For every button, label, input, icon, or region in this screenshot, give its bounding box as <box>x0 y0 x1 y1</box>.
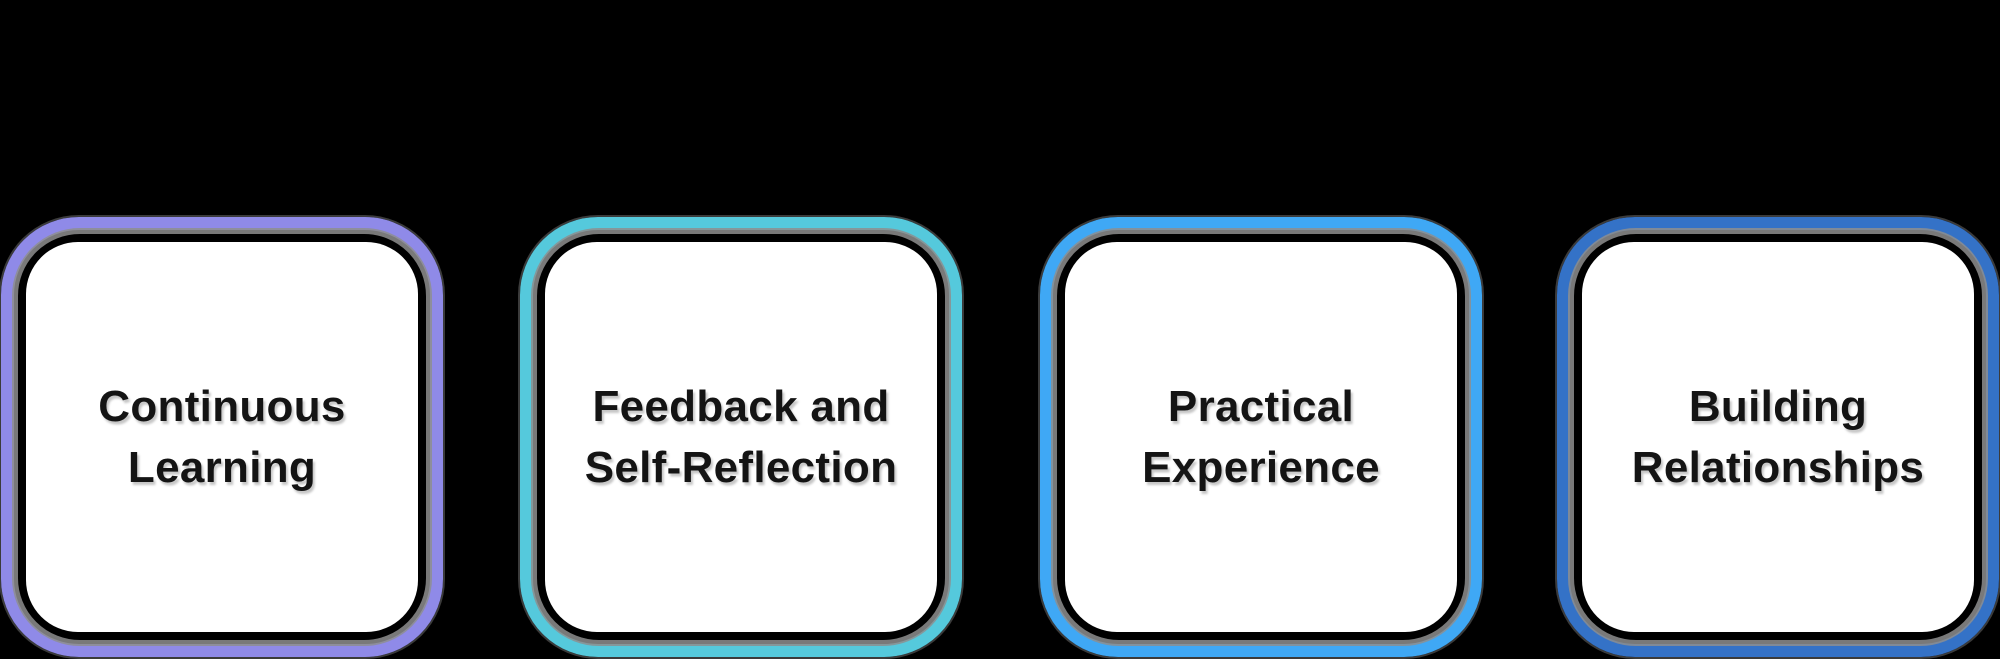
card-feedback-and-self-reflection: Feedback and Self-Reflection <box>520 217 962 657</box>
card-label-line: Feedback and <box>592 382 890 431</box>
card-building-relationships: Building Relationships <box>1557 217 1999 657</box>
card-continuous-learning-body: Continuous Learning <box>26 242 418 632</box>
card-label-line: Learning <box>127 443 317 492</box>
card-label-line: Experience <box>1142 443 1380 492</box>
card-building-relationships-body: Building Relationships <box>1582 242 1974 632</box>
card-practical-experience-body: Practical Experience <box>1065 242 1457 632</box>
card-label-line: Continuous <box>98 382 346 431</box>
card-feedback-and-self-reflection-body: Feedback and Self-Reflection <box>545 242 937 632</box>
card-label-line: Building <box>1688 382 1868 431</box>
card-label: Building Relationships <box>1632 376 1924 498</box>
card-label-line: Practical <box>1167 382 1355 431</box>
card-label: Continuous Learning <box>98 376 345 498</box>
card-label-line: Self-Reflection <box>584 443 898 492</box>
card-label: Feedback and Self-Reflection <box>585 376 898 498</box>
card-continuous-learning: Continuous Learning <box>1 217 443 657</box>
card-label-line: Relationships <box>1631 443 1925 492</box>
card-practical-experience: Practical Experience <box>1040 217 1482 657</box>
card-label: Practical Experience <box>1142 376 1380 498</box>
